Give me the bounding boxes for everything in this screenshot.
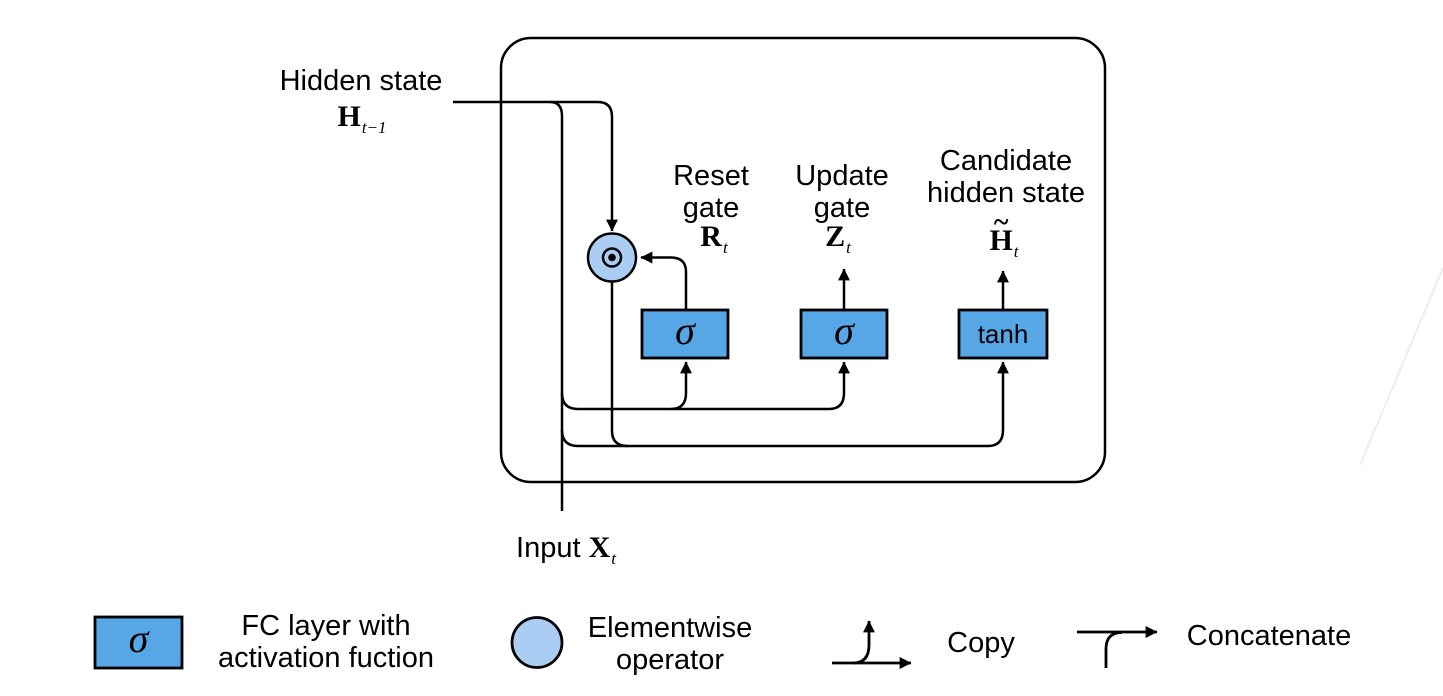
concatenate-icon [1077, 626, 1158, 668]
update-gate-label: Update gate [795, 160, 889, 224]
operator-output-line [610, 281, 629, 448]
tilde-accent: ~ [993, 207, 1009, 238]
input-label: Input Xt [516, 531, 616, 569]
faint-diagonal-line [1359, 267, 1443, 466]
tanh-box-label: tanh [977, 318, 1029, 349]
copy-icon [832, 620, 912, 669]
update-gate-box-label: σ [834, 307, 854, 353]
update-gate-box [799, 308, 889, 360]
hidden-state-to-operator-arrow [453, 100, 618, 232]
legend-fc-label: FC layer with activation fuction [217, 610, 435, 674]
reset-gate-symbol: Rt [700, 220, 728, 258]
hidden-state-label: Hidden state [279, 65, 443, 97]
legend-concatenate-label: Concatenate [1186, 620, 1352, 652]
legend-sigma-label: σ [128, 616, 149, 661]
gru-cell-box [499, 36, 1107, 484]
update-gate-symbol: Zt [825, 220, 851, 258]
reset-gate-box [640, 308, 730, 360]
reset-gate-label: Reset gate [673, 160, 749, 224]
elementwise-circle-icon [510, 616, 564, 669]
hidden-state-symbol: Ht−1 [337, 100, 387, 138]
concat-to-reset-gate-arrow [670, 361, 692, 411]
hidden-state-var: H [337, 100, 361, 133]
reset-gate-box-label: σ [675, 307, 695, 353]
legend-elementwise-label: Elementwise operator [587, 612, 753, 676]
sigma-box-icon [93, 615, 184, 670]
tanh-box [957, 308, 1049, 360]
elementwise-operator-icon [586, 232, 638, 283]
concat-to-update-gate-arrow [560, 361, 850, 411]
hidden-state-subscript: t−1 [361, 118, 387, 137]
concat-to-tanh-arrow [560, 361, 1009, 448]
candidate-symbol: ~Ht [989, 207, 1019, 262]
legend-copy-label: Copy [947, 627, 1015, 659]
input-vertical-line [549, 100, 564, 511]
candidate-label: Candidate hidden state [926, 145, 1086, 209]
reset-gate-to-operator-arrow [640, 251, 688, 310]
diagram-wires [453, 100, 1009, 511]
